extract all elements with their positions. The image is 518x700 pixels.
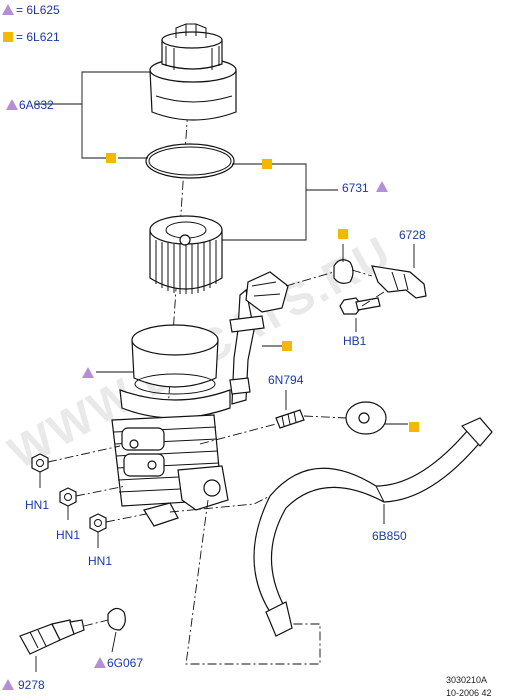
sensor-part <box>19 619 85 655</box>
square-marker-icon <box>106 153 116 163</box>
legend-triangle-text: = 6L625 <box>16 3 60 17</box>
label-nut-1: HN1 <box>25 498 49 512</box>
triangle-marker-icon <box>94 657 106 668</box>
label-stud: 6N794 <box>268 373 304 387</box>
o-ring-seal-part <box>145 143 235 179</box>
nut-part-2 <box>59 487 77 507</box>
legend: = 6L625 = 6L621 <box>2 3 60 44</box>
filter-element-part <box>149 215 223 294</box>
label-hose: 6B850 <box>372 529 407 543</box>
square-marker-icon <box>262 159 272 169</box>
filter-housing-part <box>119 324 231 419</box>
triangle-marker-icon <box>6 99 18 110</box>
square-marker-icon <box>282 341 292 351</box>
label-bracket: 6728 <box>399 228 426 242</box>
oil-cooler-part <box>111 414 229 527</box>
label-nut-2: HN1 <box>56 528 80 542</box>
hose-part <box>253 417 493 637</box>
gasket-washer-part <box>345 401 387 435</box>
clip-ring-part <box>333 259 354 284</box>
leader-lines <box>34 71 415 672</box>
label-filter-element: 6731 <box>342 181 369 195</box>
label-bolt: HB1 <box>343 334 367 348</box>
triangle-marker-icon <box>82 367 94 378</box>
bolt-part <box>339 297 381 315</box>
label-sensor: 9278 <box>18 678 45 692</box>
nut-part-1 <box>31 453 49 473</box>
seal-ring-part <box>107 607 126 631</box>
bracket-part <box>371 265 427 299</box>
legend-square-text: = 6L621 <box>16 30 60 44</box>
square-marker-icon <box>338 229 348 239</box>
label-seal-ring: 6G067 <box>107 656 143 670</box>
nut-part-3 <box>89 513 107 533</box>
coolant-pipe-part <box>229 271 289 405</box>
footer-code-2: 10-2006 42 <box>446 688 492 698</box>
footer-code-1: 3030210A <box>446 675 487 685</box>
assembly-guides <box>47 269 385 665</box>
markers <box>2 99 419 690</box>
triangle-marker-icon <box>2 679 14 690</box>
square-marker-icon <box>3 32 13 42</box>
label-filter-cover: 6A832 <box>19 98 54 112</box>
stud-part <box>275 409 305 429</box>
triangle-marker-icon <box>2 4 14 15</box>
label-nut-3: HN1 <box>88 554 112 568</box>
square-marker-icon <box>409 422 419 432</box>
triangle-marker-icon <box>376 181 388 192</box>
filter-cover-part <box>149 23 237 121</box>
